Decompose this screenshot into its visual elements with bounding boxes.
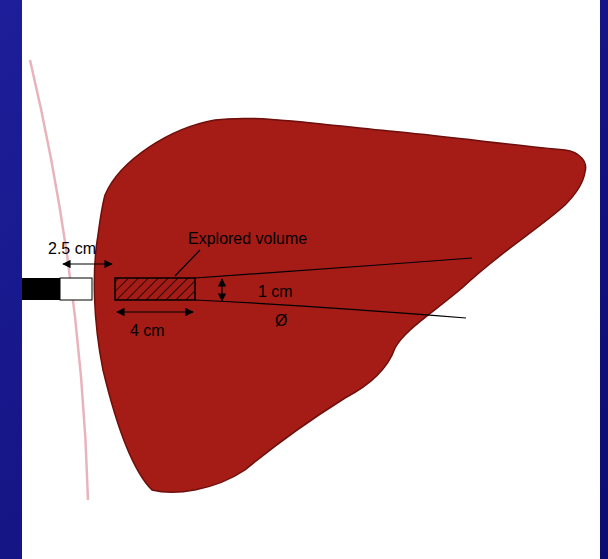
explored-volume	[115, 278, 195, 300]
dimension-arrow	[221, 279, 222, 301]
liver-outline	[94, 118, 585, 492]
beam-line	[195, 258, 472, 278]
callout-label: Explored volume	[186, 230, 309, 248]
dimension-label: 4 cm	[128, 322, 167, 340]
leader-line	[175, 250, 200, 276]
white-panel	[22, 0, 600, 559]
dimension-label: 1 cm	[256, 283, 295, 301]
beam-line	[195, 300, 466, 318]
probe-tip	[60, 278, 92, 300]
dimension-arrow	[63, 263, 112, 264]
dimension-arrow	[117, 311, 193, 312]
dimension-label: 2.5 cm	[46, 240, 98, 258]
probe-body	[22, 278, 60, 300]
diameter-symbol: Ø	[273, 312, 289, 330]
